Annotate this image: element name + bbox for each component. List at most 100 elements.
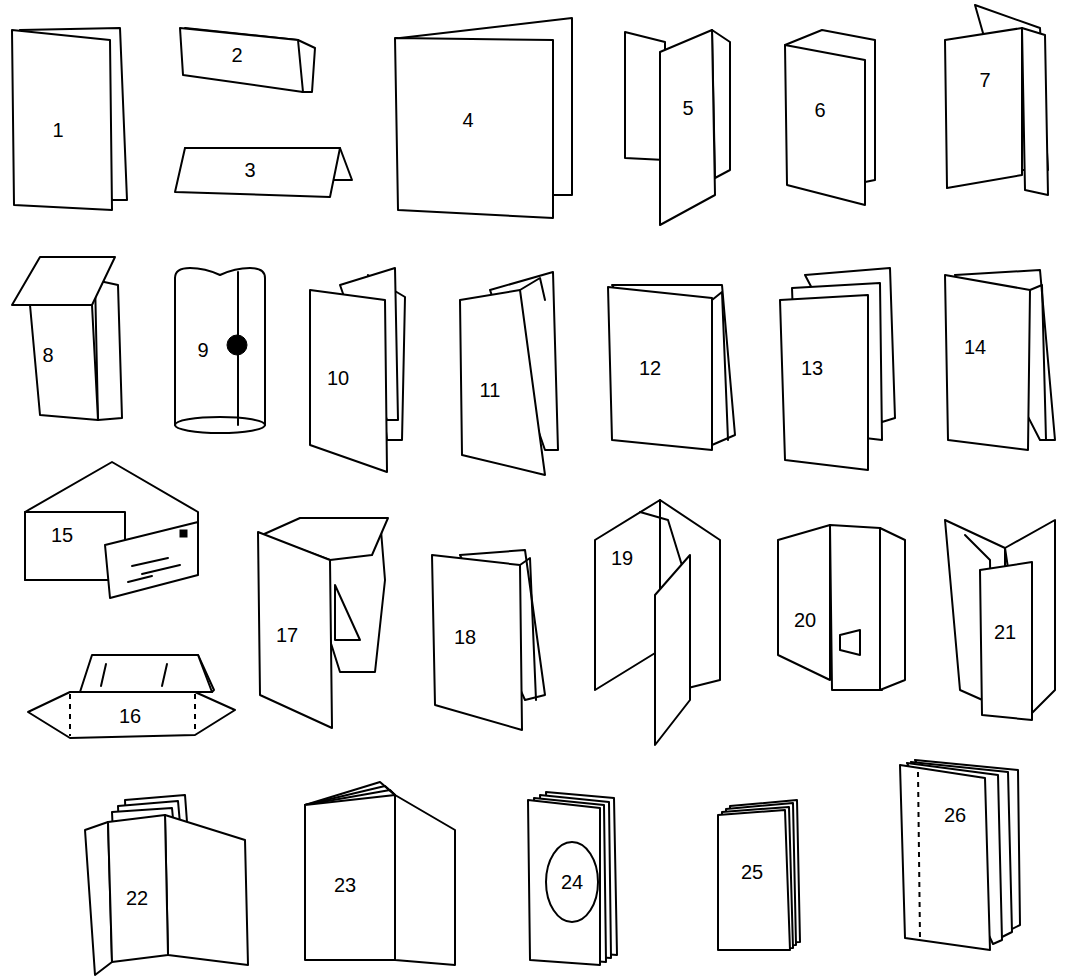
tent-panel: [80, 655, 212, 692]
page-edge: [1030, 285, 1046, 440]
fold-figure: [258, 518, 388, 728]
fold-line: [520, 278, 545, 300]
callout-number: 26: [944, 804, 966, 826]
fold-panel: [395, 38, 553, 218]
callout-number: 11: [480, 379, 501, 401]
fold-flap: [12, 257, 115, 305]
fold-panel: [780, 295, 868, 470]
cover: [528, 800, 600, 965]
callout-number: 8: [42, 344, 53, 366]
fold-panel: [95, 280, 122, 420]
fold-panel: [608, 287, 712, 450]
fold-panel: [30, 305, 98, 420]
fold-figure: [175, 148, 352, 197]
page-edge: [712, 292, 728, 440]
fold-figure: [85, 795, 248, 975]
mailer-card: [105, 522, 198, 598]
fold-flap: [335, 585, 360, 640]
fold-panel: [660, 30, 715, 225]
fold-figure: [432, 550, 545, 730]
fold-figure: [305, 782, 455, 965]
fold-figure: [175, 268, 265, 433]
callout-number: 14: [964, 336, 986, 358]
address-line: [128, 576, 152, 582]
stamp: [180, 530, 187, 537]
cover: [305, 795, 395, 960]
fold-panel: [12, 30, 112, 210]
fold-figure: [945, 270, 1055, 450]
callout-number: 13: [801, 357, 823, 379]
page-edge: [520, 558, 536, 700]
callout-number: 22: [126, 887, 148, 909]
callout-number: 24: [561, 871, 583, 893]
fold-figure: [595, 500, 720, 745]
fold-panel: [1022, 28, 1048, 195]
callout-number: 18: [454, 626, 476, 648]
fold-figure: [780, 268, 895, 470]
fold-figure: [395, 18, 572, 218]
fold-panel: [785, 45, 865, 205]
fold-panel: [460, 290, 545, 475]
fold-panel: [108, 815, 168, 962]
callout-number: 23: [334, 874, 356, 896]
fold-figure: [310, 268, 405, 472]
fold-panel: [432, 555, 522, 730]
fold-panel: [310, 290, 387, 472]
callout-number: 12: [639, 357, 661, 379]
callout-number: 4: [462, 109, 473, 131]
cylinder-end: [175, 417, 265, 433]
fold-panel: [595, 500, 660, 690]
fold-panel: [258, 532, 332, 728]
fold-figure: [12, 257, 122, 420]
fold-panel: [830, 525, 882, 690]
fold-figure: [28, 655, 235, 738]
fold-figure: [900, 760, 1020, 950]
fold-figure: [608, 285, 735, 450]
fold-panel: [778, 525, 830, 680]
fold-panel: [395, 795, 455, 965]
fold-panel: [180, 28, 303, 92]
callout-number: 19: [611, 547, 633, 569]
callout-number: 2: [231, 44, 242, 66]
callout-number: 20: [794, 609, 816, 631]
fold-panel: [880, 528, 905, 690]
address-line: [142, 565, 180, 574]
fold-figure: [528, 792, 617, 965]
callout-number: 5: [682, 97, 693, 119]
callout-number: 21: [994, 621, 1016, 643]
stitch-line: [918, 772, 920, 938]
fold-panel: [980, 562, 1032, 720]
tick-mark: [101, 664, 106, 686]
cover: [900, 765, 990, 950]
fold-panel: [945, 28, 1022, 188]
rolled-sheet: [175, 268, 265, 425]
fold-figure: [12, 28, 127, 210]
fold-figure: [778, 525, 905, 690]
seal-dot: [227, 335, 247, 355]
fold-panel: [945, 275, 1030, 450]
fold-figure: [785, 30, 875, 205]
callout-number: 25: [741, 861, 763, 883]
callout-number: 3: [244, 159, 255, 181]
fold-figure: [945, 5, 1048, 195]
fold-panel: [175, 148, 340, 197]
fold-panel: [165, 815, 248, 965]
callout-number: 6: [814, 99, 825, 121]
tick-mark: [162, 664, 167, 686]
fold-figure: [25, 462, 198, 598]
fold-figure: [718, 800, 800, 950]
callout-number: 1: [52, 119, 63, 141]
fold-figure: [945, 520, 1055, 720]
fold-figure: [180, 28, 315, 92]
callout-number: 16: [119, 705, 141, 727]
fold-line: [194, 694, 196, 733]
cover: [718, 810, 790, 950]
callout-number: 17: [276, 624, 298, 646]
pocket-flap: [840, 630, 860, 655]
fold-figure: [625, 30, 730, 225]
callout-number: 15: [51, 524, 73, 546]
die-cut-window: [546, 842, 598, 922]
callout-number: 10: [327, 367, 349, 389]
